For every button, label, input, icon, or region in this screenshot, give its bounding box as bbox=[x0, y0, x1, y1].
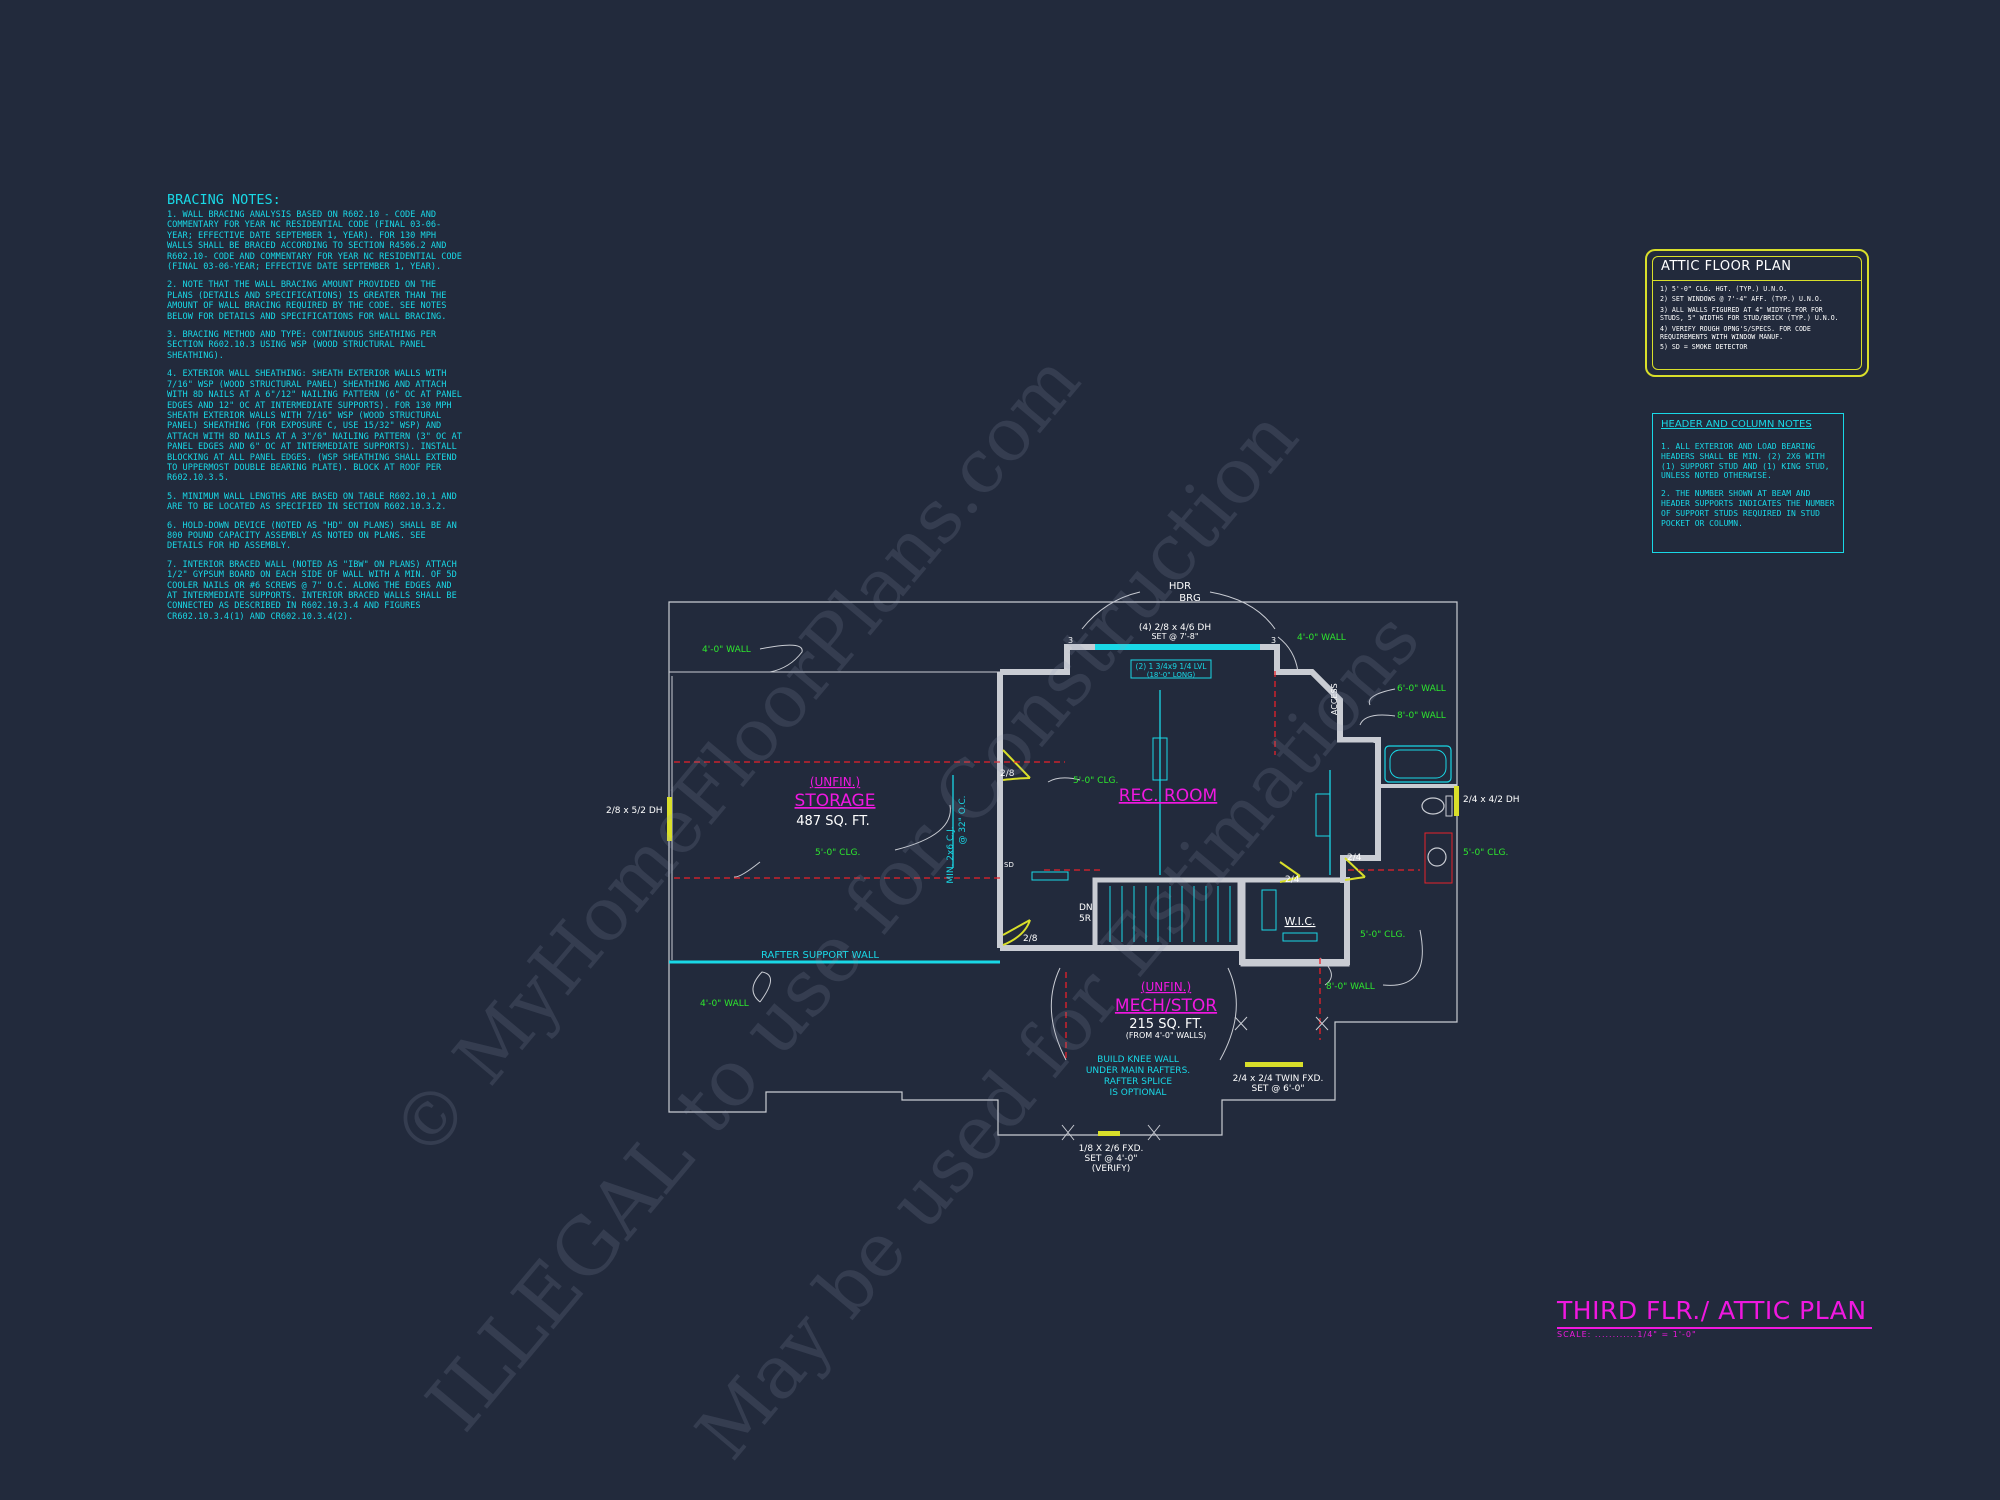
wall-4ft-top-left: 4'-0" WALL bbox=[702, 645, 751, 655]
top-window bbox=[1095, 644, 1260, 650]
attic-note-3: 3) ALL WALLS FIGURED AT 4" WIDTHS FOR FO… bbox=[1660, 305, 1839, 323]
num3-right: 3 bbox=[1271, 636, 1276, 645]
clg-rec-room: 5'-0" CLG. bbox=[1073, 776, 1118, 786]
knee-wall-line-1: BUILD KNEE WALL bbox=[1097, 1055, 1179, 1065]
bracing-note-3: 3. BRACING METHOD AND TYPE: CONTINUOUS S… bbox=[167, 330, 437, 361]
wall-8ft-right: 8'-0" WALL bbox=[1397, 711, 1446, 721]
bathtub-inner bbox=[1389, 749, 1447, 779]
attic-box-inner-border bbox=[1652, 256, 1862, 370]
window-break-marks bbox=[1061, 1016, 1329, 1141]
access-label: ACCESS bbox=[1330, 683, 1339, 715]
sink bbox=[1427, 847, 1447, 867]
bracing-notes: BRACING NOTES: 1. WALL BRACING ANALYSIS … bbox=[167, 192, 467, 630]
bottom-verify-label: (VERIFY) bbox=[1092, 1164, 1130, 1174]
attic-box-list: 1) 5'-0" CLG. HGT. (TYP.) U.N.O. 2) SET … bbox=[1660, 285, 1850, 354]
cyan-tags bbox=[1031, 659, 1331, 942]
attic-note-2: 2) SET WINDOWS @ 7'-4" AFF. (TYP.) U.N.O… bbox=[1660, 295, 1823, 304]
bracing-note-4: 4. EXTERIOR WALL SHEATHING: SHEATH EXTER… bbox=[167, 369, 462, 484]
attic-note-5: 5) SD = SMOKE DETECTOR bbox=[1660, 343, 1748, 352]
lvl-long: (18'-0" LONG) bbox=[1147, 671, 1196, 679]
toilet bbox=[1421, 797, 1445, 815]
attic-note-4: 4) VERIFY ROUGH OPNG'S/SPECS. FOR CODE R… bbox=[1660, 324, 1811, 342]
storage-area: 487 SQ. FT. bbox=[796, 814, 869, 829]
attic-box-title: ATTIC FLOOR PLAN bbox=[1661, 259, 1792, 274]
clg-storage: 5'-0" CLG. bbox=[815, 848, 860, 858]
door-2-8-b: 2/8 bbox=[1023, 934, 1038, 944]
knee-wall-line-2: UNDER MAIN RAFTERS. bbox=[1086, 1066, 1190, 1076]
wall-4ft-top-right: 4'-0" WALL bbox=[1297, 633, 1346, 643]
bracing-note-7: 7. INTERIOR BRACED WALL (NOTED AS "IBW" … bbox=[167, 559, 457, 622]
door-2-8-a: 2/8 bbox=[1000, 769, 1015, 779]
door-2-4-a: 2/4 bbox=[1285, 875, 1300, 885]
header-column-notes: HEADER AND COLUMN NOTES 1. ALL EXTERIOR … bbox=[1652, 413, 1844, 553]
top-window-set-label: SET @ 7'-8" bbox=[1151, 632, 1198, 641]
right-window-label: 2/4 x 4/2 DH bbox=[1463, 795, 1520, 805]
sd-label: SD bbox=[1004, 861, 1014, 869]
wic-walls bbox=[1240, 877, 1350, 967]
sheet-title: THIRD FLR./ ATTIC PLAN bbox=[1557, 1296, 1867, 1325]
rec-room-name: REC. ROOM bbox=[1119, 786, 1217, 806]
mech-unfin: (UNFIN.) bbox=[1141, 980, 1191, 994]
attic-floor-plan-notes: ATTIC FLOOR PLAN 1) 5'-0" CLG. HGT. (TYP… bbox=[1645, 249, 1869, 377]
stair-riser-count: 5R bbox=[1079, 914, 1091, 924]
hdr-label: HDR bbox=[1169, 581, 1191, 592]
lvl-note: (2) 1 3/4x9 1/4 LVL bbox=[1136, 662, 1208, 671]
clg-bath: 5'-0" CLG. bbox=[1463, 848, 1508, 858]
wall-8ft-bottom-right: 8'-0" WALL bbox=[1326, 982, 1375, 992]
doors bbox=[1002, 749, 1366, 946]
rafter-support-wall-label: RAFTER SUPPORT WALL bbox=[761, 950, 879, 961]
attic-box-divider bbox=[1653, 280, 1861, 281]
door-2-4-b: 2/4 bbox=[1347, 853, 1362, 863]
twin-set-label: SET @ 6'-0" bbox=[1252, 1084, 1305, 1094]
roof-outline bbox=[668, 601, 1458, 1136]
right-window bbox=[1454, 786, 1459, 816]
shower-outline bbox=[1424, 832, 1453, 884]
bottom-twin-window bbox=[1245, 1062, 1303, 1067]
left-window-label: 2/8 x 5/2 DH bbox=[606, 806, 663, 816]
bracing-note-5: 5. MINIMUM WALL LENGTHS ARE BASED ON TAB… bbox=[167, 491, 457, 513]
header-notes-title: HEADER AND COLUMN NOTES bbox=[1661, 419, 1812, 430]
leader-lines bbox=[733, 591, 1423, 1061]
sheet-title-underline bbox=[1557, 1327, 1872, 1329]
wall-6ft-right: 6'-0" WALL bbox=[1397, 684, 1446, 694]
sheet-scale: SCALE: ............1/4" = 1'-0" bbox=[1557, 1330, 1697, 1339]
bottom-fxd-label: 1/8 X 2/6 FXD. bbox=[1079, 1144, 1144, 1154]
bracing-note-1: 1. WALL BRACING ANALYSIS BASED ON R602.1… bbox=[167, 210, 462, 273]
mech-name: MECH/STOR bbox=[1115, 996, 1217, 1016]
mech-note: (FROM 4'-0" WALLS) bbox=[1126, 1031, 1207, 1040]
bracing-notes-heading: BRACING NOTES: bbox=[167, 192, 281, 208]
bracing-note-6: 6. HOLD-DOWN DEVICE (NOTED AS "HD" ON PL… bbox=[167, 520, 457, 552]
twin-fxd-label: 2/4 x 2/4 TWIN FXD. bbox=[1233, 1074, 1324, 1084]
clg-wic: 5'-0" CLG. bbox=[1360, 930, 1405, 940]
min-cj-label: MIN. 2x6 C.J. bbox=[946, 826, 956, 883]
stair-wall bbox=[1092, 877, 1243, 951]
header-note-2: 2. THE NUMBER SHOWN AT BEAM AND HEADER S… bbox=[1661, 489, 1835, 528]
header-note-1: 1. ALL EXTERIOR AND LOAD BEARING HEADERS… bbox=[1661, 442, 1830, 481]
rec-room-walls-inner bbox=[1006, 651, 1374, 958]
brg-label: BRG bbox=[1179, 593, 1201, 604]
stair-treads bbox=[1109, 886, 1231, 942]
bracing-note-2: 2. NOTE THAT THE WALL BRACING AMOUNT PRO… bbox=[167, 280, 447, 322]
knee-wall-line-4: IS OPTIONAL bbox=[1110, 1088, 1167, 1098]
wic-label: W.I.C. bbox=[1284, 915, 1315, 928]
storage-name: STORAGE bbox=[795, 791, 876, 811]
storage-unfin: (UNFIN.) bbox=[810, 775, 860, 789]
left-window bbox=[667, 797, 672, 841]
wall-4ft-bottom-left: 4'-0" WALL bbox=[700, 999, 749, 1009]
red-dashed-lines bbox=[674, 671, 1420, 1060]
num3-left: 3 bbox=[1068, 636, 1073, 645]
attic-note-1: 1) 5'-0" CLG. HGT. (TYP.) U.N.O. bbox=[1660, 285, 1788, 293]
bathtub bbox=[1384, 745, 1452, 783]
mech-area: 215 SQ. FT. bbox=[1129, 1017, 1202, 1032]
bottom-fxd-window bbox=[1098, 1131, 1120, 1136]
toilet-tank bbox=[1445, 795, 1453, 817]
bottom-set-label: SET @ 4'-0" bbox=[1085, 1154, 1138, 1164]
top-window-label: (4) 2/8 x 4/6 DH bbox=[1139, 623, 1211, 633]
min-cj-oc-label: @ 32" O.C. bbox=[958, 795, 968, 844]
stair-dn-label: DN bbox=[1079, 903, 1093, 913]
header-notes-body: 1. ALL EXTERIOR AND LOAD BEARING HEADERS… bbox=[1661, 442, 1839, 536]
knee-wall-line-3: RAFTER SPLICE bbox=[1104, 1077, 1172, 1087]
